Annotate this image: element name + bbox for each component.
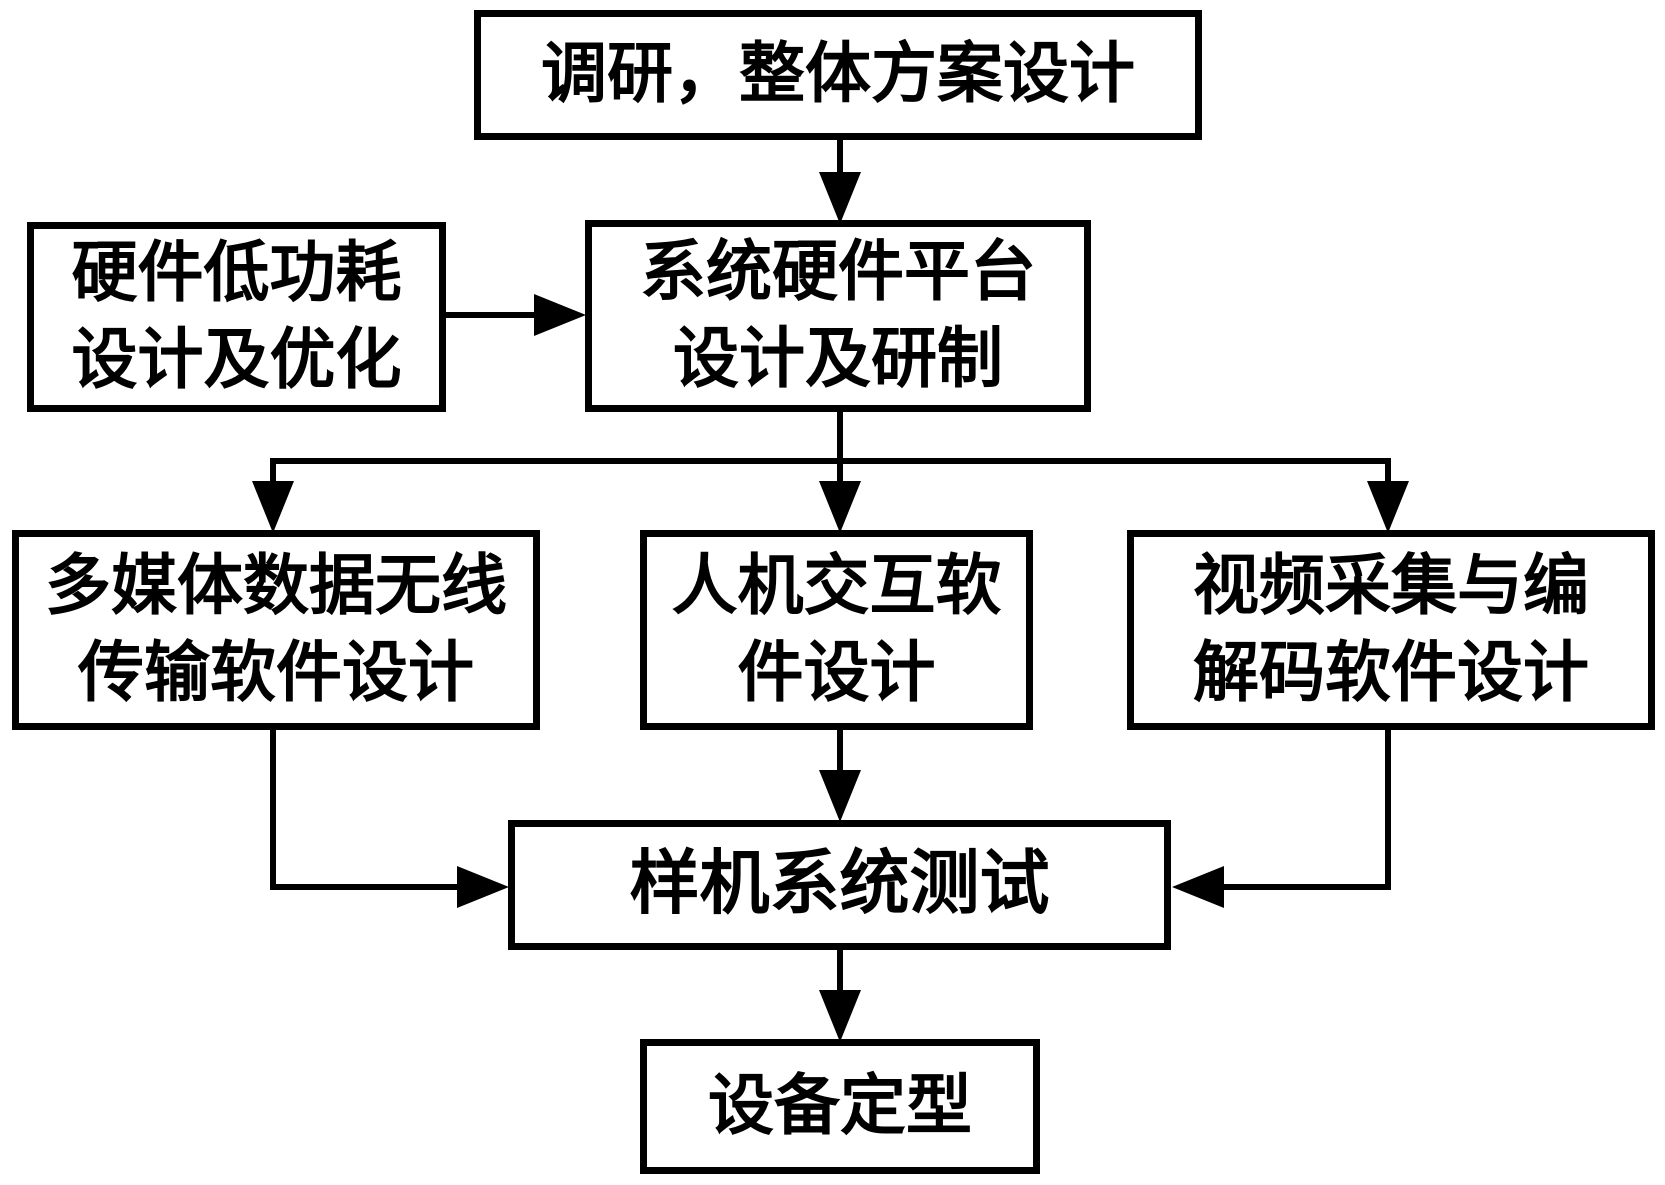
edge-video-prototype-arrowhead-icon: [1172, 866, 1224, 908]
edge-platform-multimedia-arrowhead-icon: [252, 481, 294, 533]
node-platform: 系统硬件平台 设计及研制: [585, 220, 1091, 412]
edge-multimedia-prototype-hline: [270, 884, 462, 890]
edge-platform-video-arrowhead-icon: [1367, 481, 1409, 533]
edge-prototype-final-line: [837, 946, 843, 994]
edge-platform-branch-stem-line: [837, 410, 843, 484]
edge-platform-video-drop-line: [1385, 458, 1391, 484]
node-research: 调研，整体方案设计: [474, 10, 1202, 140]
edge-platform-branch-horizontal-line: [270, 458, 1391, 464]
edge-video-prototype-vline: [1385, 726, 1391, 890]
edge-research-platform-arrowhead-icon: [819, 172, 861, 224]
node-prototype: 样机系统测试: [508, 820, 1171, 950]
edge-platform-multimedia-drop-line: [270, 458, 276, 484]
edge-lowpower-platform-arrowhead-icon: [534, 294, 586, 336]
node-final: 设备定型: [640, 1039, 1040, 1174]
node-low-power: 硬件低功耗 设计及优化: [27, 222, 446, 412]
edge-multimedia-prototype-vline: [270, 726, 276, 890]
node-multimedia: 多媒体数据无线 传输软件设计: [12, 530, 540, 730]
node-video: 视频采集与编 解码软件设计: [1127, 530, 1655, 730]
edge-platform-hmi-arrowhead-icon: [819, 481, 861, 533]
edge-research-platform-line: [837, 138, 843, 178]
edge-multimedia-prototype-arrowhead-icon: [457, 866, 509, 908]
edge-lowpower-platform-line: [443, 312, 539, 318]
edge-hmi-prototype-arrowhead-icon: [819, 770, 861, 822]
edge-video-prototype-hline: [1218, 884, 1391, 890]
edge-hmi-prototype-line: [837, 726, 843, 774]
edge-prototype-final-arrowhead-icon: [819, 990, 861, 1042]
node-hmi: 人机交互软 件设计: [640, 530, 1033, 730]
